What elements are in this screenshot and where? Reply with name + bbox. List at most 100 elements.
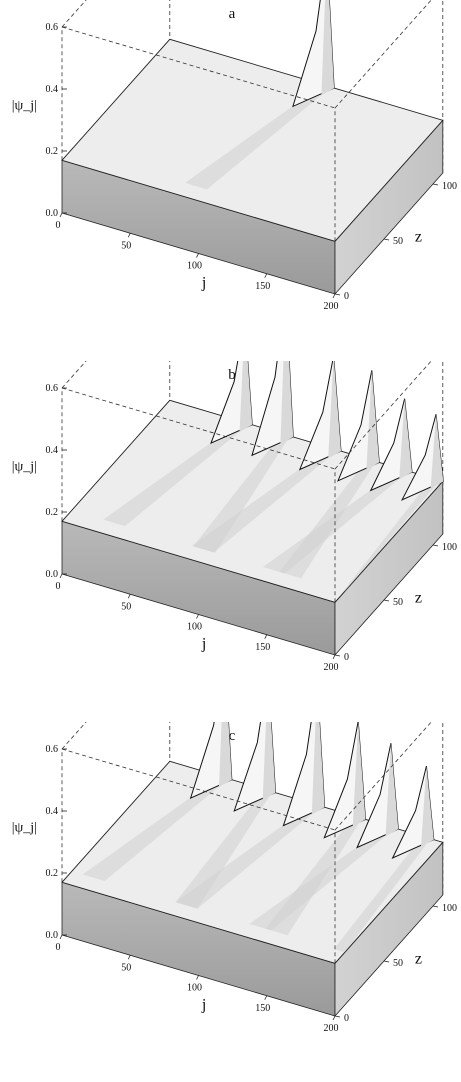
panel-title: b bbox=[228, 367, 236, 383]
ridge-streak bbox=[249, 825, 395, 931]
j-tick bbox=[196, 253, 199, 258]
height-tick-label: 0.6 bbox=[46, 22, 59, 33]
bounding-box-edge bbox=[61, 0, 87, 28]
j-tick bbox=[264, 995, 268, 1000]
j-tick-label: 200 bbox=[324, 662, 339, 673]
j-tick-label: 200 bbox=[324, 1023, 339, 1034]
peak-shadow bbox=[421, 766, 434, 847]
j-tick bbox=[196, 614, 199, 619]
z-tick bbox=[383, 599, 390, 602]
ridge-streak bbox=[175, 789, 273, 909]
peak-shadow bbox=[219, 722, 232, 787]
ridge-streak bbox=[103, 421, 249, 527]
z-tick-label: 0 bbox=[344, 652, 349, 663]
j-tick bbox=[59, 573, 63, 579]
j-tick-label: 150 bbox=[255, 281, 270, 292]
j-axis-label: j bbox=[201, 636, 206, 653]
peak-shadow bbox=[321, 0, 335, 96]
ridge-streak bbox=[343, 478, 441, 592]
ridge-streak bbox=[82, 776, 229, 881]
j-tick-label: 100 bbox=[187, 983, 202, 994]
bounding-box-edge bbox=[61, 722, 87, 750]
z-tick bbox=[383, 960, 390, 963]
height-tick-label: 0.4 bbox=[46, 445, 59, 456]
ridge-streak bbox=[175, 803, 322, 909]
height-tick-label: 0.2 bbox=[46, 146, 59, 157]
j-tick-label: 100 bbox=[187, 622, 202, 633]
z-tick bbox=[334, 293, 341, 296]
bounding-box-edge bbox=[61, 361, 87, 389]
j-tick bbox=[332, 293, 336, 299]
j-tick-label: 0 bbox=[56, 220, 61, 231]
j-tick bbox=[59, 212, 63, 218]
j-tick bbox=[127, 955, 131, 960]
j-tick bbox=[264, 634, 268, 639]
j-tick-label: 200 bbox=[324, 301, 339, 312]
z-tick-label: 50 bbox=[393, 236, 403, 247]
z-tick-label: 50 bbox=[393, 958, 403, 969]
height-tick-label: 0.0 bbox=[46, 208, 59, 219]
panel-title: c bbox=[229, 728, 236, 744]
ridge-streak bbox=[193, 433, 290, 553]
panel-title: a bbox=[229, 6, 236, 22]
height-tick-label: 0.0 bbox=[46, 930, 59, 941]
peak-shadow bbox=[239, 361, 253, 433]
peak-shadow bbox=[280, 361, 294, 445]
height-tick-label: 0.2 bbox=[46, 507, 59, 518]
z-tick-label: 100 bbox=[442, 181, 457, 192]
height-tick-label: 0.2 bbox=[46, 868, 59, 879]
peak-shadow bbox=[352, 722, 366, 827]
j-tick bbox=[127, 594, 131, 599]
j-tick bbox=[264, 273, 268, 278]
z-tick-label: 100 bbox=[442, 542, 457, 553]
height-tick-label: 0.6 bbox=[46, 744, 59, 755]
j-tick-label: 0 bbox=[56, 942, 61, 953]
ridge-streak bbox=[262, 468, 409, 574]
j-tick bbox=[59, 934, 63, 940]
ridge-streak bbox=[333, 836, 431, 953]
bounding-box-edge bbox=[61, 748, 336, 831]
z-tick-label: 50 bbox=[393, 597, 403, 608]
j-tick-label: 0 bbox=[56, 581, 61, 592]
height-axis-label: |ψ_j| bbox=[12, 821, 37, 836]
peak-shadow bbox=[262, 722, 276, 800]
z-axis-label: z bbox=[415, 590, 422, 607]
j-tick bbox=[127, 233, 131, 238]
ridge-streak bbox=[185, 84, 331, 190]
j-tick bbox=[332, 654, 336, 660]
bounding-box-edge bbox=[61, 387, 336, 470]
bounding-box-edge bbox=[334, 722, 432, 831]
j-tick-label: 100 bbox=[187, 261, 202, 272]
z-tick bbox=[383, 238, 390, 241]
height-tick-label: 0.6 bbox=[46, 383, 59, 394]
j-tick-label: 150 bbox=[255, 642, 270, 653]
ridge-streak bbox=[191, 447, 338, 553]
peak-shadow bbox=[430, 414, 444, 489]
j-axis-label: j bbox=[201, 275, 206, 292]
bounding-box-edge bbox=[334, 361, 432, 470]
j-tick-label: 50 bbox=[121, 962, 131, 973]
peak-shadow bbox=[366, 370, 380, 470]
height-tick-label: 0.4 bbox=[46, 84, 59, 95]
z-tick bbox=[432, 544, 439, 547]
height-tick-label: 0.4 bbox=[46, 806, 59, 817]
z-tick-label: 0 bbox=[344, 1013, 349, 1024]
j-tick-label: 50 bbox=[121, 601, 131, 612]
bounding-box-edge bbox=[334, 0, 432, 109]
height-tick-label: 0.0 bbox=[46, 569, 59, 580]
z-tick bbox=[334, 1015, 341, 1018]
z-axis-label: z bbox=[415, 951, 422, 968]
z-tick-label: 0 bbox=[344, 291, 349, 302]
j-axis-label: j bbox=[201, 997, 206, 1014]
peak-shadow bbox=[311, 722, 325, 815]
j-tick bbox=[196, 975, 199, 980]
height-axis-label: |ψ_j| bbox=[12, 99, 37, 114]
j-tick-label: 150 bbox=[255, 1003, 270, 1014]
